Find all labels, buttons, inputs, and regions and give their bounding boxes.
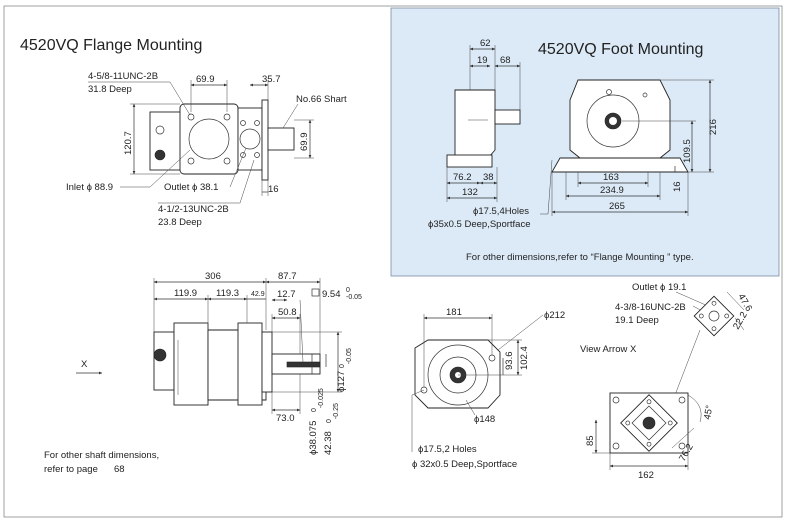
flange-bolt-spec: 4-5/8-11UNC-2B [88, 71, 158, 82]
flange-dim-120-7: 120.7 [123, 131, 134, 155]
front-dia-212: ϕ212 [544, 310, 565, 321]
foot-title: 4520VQ Foot Mounting [538, 41, 703, 58]
side-dim-87-7: 87.7 [278, 271, 297, 282]
side-dim-42-9: 42.9 [251, 291, 265, 298]
front-dia-148: ϕ148 [474, 414, 495, 425]
foot-dim-76-2: 76.2 [453, 172, 472, 183]
outer-frame [3, 5, 783, 518]
side-note-page: 68 [114, 464, 125, 475]
arrow-dim-45: 45° [702, 404, 715, 420]
foot-dim-62: 62 [480, 38, 491, 49]
foot-dim-68: 68 [500, 55, 511, 66]
flange-outlet-bolt-depth: 23.8 Deep [158, 217, 202, 228]
foot-dim-163: 163 [603, 172, 619, 183]
front-dim-102-4: 102.4 [519, 346, 530, 370]
flange-outlet-block [237, 107, 263, 171]
side-key-height-tol: 0-0.25 [326, 403, 340, 423]
side-dim-119-9: 119.9 [174, 288, 197, 299]
side-dim-73-0: 73.0 [276, 413, 295, 424]
flange-mounting-view: 4520VQ Flange Mounting 69.9 35.7 4-5/8-1… [20, 37, 347, 228]
front-view: 181 ϕ212 93.6 102.4 ϕ148 ϕ17.5,2 Holes ϕ… [411, 307, 565, 470]
front-deep: ϕ 32x0.5 Deep,Sportface [412, 459, 517, 470]
flange-dim-35-7: 35.7 [262, 74, 281, 85]
side-flange-plate [261, 331, 273, 393]
flange-shaft-note: No.66 Shart [296, 94, 347, 105]
foot-side-body [454, 89, 496, 166]
foot-mounting-view: 4520VQ Foot Mounting 62 19 68 76.2 38 13… [428, 38, 719, 263]
front-dim-93-6: 93.6 [504, 352, 515, 371]
flange-shaft [267, 127, 295, 151]
arrow-bolt-depth: 19.1 Deep [615, 315, 659, 326]
flange-cap-boss [154, 149, 166, 161]
front-holes: ϕ17.5,2 Holes [418, 444, 477, 455]
side-dim-12-7: 12.7 [277, 289, 296, 300]
foot-front-base [551, 157, 689, 173]
foot-dim-216: 216 [708, 119, 719, 135]
arrow-view: Outlet ϕ 19.1 4-3/8-16UNC-2B 19.1 Deep 4… [580, 282, 754, 481]
front-dim-181: 181 [446, 307, 462, 318]
side-key-tol: 0-0.05 [346, 287, 362, 301]
foot-holes: ϕ17.5,4Holes [473, 206, 529, 217]
side-note-line1: For other shaft dimensions, [44, 450, 159, 461]
foot-deep: ϕ35x0.5 Deep,Sportface [428, 219, 531, 230]
foot-dim-19: 19 [477, 55, 488, 66]
side-arrow-x: X [81, 359, 88, 370]
side-pilot-tol: 0-0.05 [339, 348, 353, 368]
foot-side-base [446, 154, 493, 168]
flange-plate [261, 99, 269, 181]
flange-dim-69-9-right: 69.9 [299, 133, 310, 152]
arrow-bolt-spec: 4-3/8-16UNC-2B [615, 302, 686, 313]
arrow-dim-85: 85 [585, 435, 596, 446]
foot-dim-132: 132 [462, 187, 478, 198]
side-shaft-tol: 0-0.025 [311, 388, 325, 412]
flange-inlet-label: Inlet ϕ 88.9 [66, 182, 113, 193]
foot-dim-38: 38 [483, 172, 494, 183]
side-key-height: 42.38 [323, 431, 334, 455]
side-dim-306: 306 [205, 271, 221, 282]
side-shaft-dia: ϕ38.075 [308, 421, 319, 455]
arrow-dim-22-2: 22.2 [731, 310, 750, 332]
side-cover [173, 322, 209, 406]
foot-side-shaft [494, 109, 521, 125]
flange-bolt-depth: 31.8 Deep [88, 84, 132, 95]
flange-dim-69-9-top: 69.9 [196, 74, 215, 85]
foot-dim-234-9: 234.9 [600, 185, 624, 196]
side-keyway [286, 361, 321, 368]
arrow-outlet: Outlet ϕ 19.1 [632, 282, 686, 293]
arrow-view-label: View Arrow X [580, 344, 637, 355]
foot-dim-16: 16 [672, 181, 683, 192]
side-key-square [311, 288, 320, 297]
side-pilot: ϕ127 [336, 371, 347, 392]
foot-dim-109-5: 109.5 [682, 139, 693, 163]
flange-outlet-port [239, 128, 261, 150]
arrow-square-port [620, 394, 678, 452]
side-dim-119-3: 119.3 [216, 288, 239, 299]
side-dim-50-8: 50.8 [278, 307, 297, 318]
side-key: 9.54 [322, 289, 341, 300]
foot-dim-265: 265 [609, 201, 625, 212]
flange-dim-16: 16 [268, 184, 279, 195]
arrow-port-flange [693, 295, 735, 337]
flange-title: 4520VQ Flange Mounting [20, 37, 202, 54]
side-note-line2: refer to page [44, 464, 98, 475]
side-end-cap [153, 331, 175, 391]
arrow-dim-162: 162 [638, 470, 654, 481]
flange-outlet-label: Outlet ϕ 38.1 [164, 182, 218, 193]
side-view: 306 87.7 119.9 119.3 42.9 12.7 9.54 0-0.… [44, 271, 362, 475]
flange-outlet-bolt-spec: 4-1/2-13UNC-2B [158, 204, 229, 215]
arrow-dim-47-6: 47.6 [735, 292, 754, 314]
foot-note: For other dimensions,refer to “Flange Mo… [466, 252, 694, 263]
side-cap-boss [153, 348, 167, 362]
flange-inlet-port [188, 118, 230, 160]
